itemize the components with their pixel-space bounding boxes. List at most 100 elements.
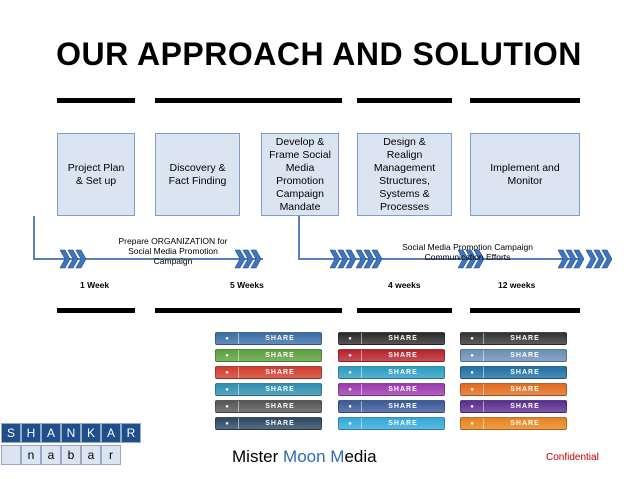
- logo-cell: A: [41, 423, 61, 443]
- page-title: OUR APPROACH AND SOLUTION: [56, 36, 582, 72]
- logo-cell: r: [101, 445, 121, 465]
- google-icon: ●: [216, 367, 239, 378]
- chevron-right-icon: [60, 249, 86, 269]
- chevron-right-icon: [586, 249, 612, 269]
- share-label: SHARE: [265, 420, 295, 427]
- phase-label: Develop & Frame Social Media Promotion C…: [269, 135, 331, 213]
- phase-design: Design & Realign Management Structures, …: [357, 133, 452, 216]
- share-button[interactable]: ● SHARE: [215, 417, 322, 430]
- share-label: SHARE: [265, 403, 295, 410]
- share-button[interactable]: ●SHARE: [460, 417, 567, 430]
- share-label: SHARE: [388, 352, 418, 359]
- share-label: SHARE: [388, 335, 418, 342]
- share-button[interactable]: ● SHARE: [215, 349, 322, 362]
- share-label: SHARE: [510, 369, 540, 376]
- stumble-icon: ●: [216, 350, 239, 361]
- divider: [155, 98, 342, 103]
- duration-label: 4 weeks: [388, 280, 421, 290]
- share-button[interactable]: ● SHARE: [460, 400, 567, 413]
- phase-label: Design & Realign Management Structures, …: [373, 135, 436, 213]
- share-button[interactable]: ●SHARE: [338, 366, 445, 379]
- brand-word: ister: [246, 447, 284, 466]
- divider: [155, 308, 342, 313]
- connector-line: [33, 258, 263, 260]
- share-button[interactable]: ● SHARE: [338, 400, 445, 413]
- share-button[interactable]: ●SHARE: [215, 383, 322, 396]
- share-label: SHARE: [265, 386, 295, 393]
- confidential-label: Confidential: [546, 452, 599, 463]
- share-button[interactable]: ● SHARE: [215, 332, 322, 345]
- divider: [57, 308, 135, 313]
- reddit-icon: ●: [461, 350, 484, 361]
- divider: [357, 308, 452, 313]
- myspace-icon: ●: [339, 333, 362, 344]
- shankar-logo-top: S H A N K A R: [1, 423, 141, 443]
- digg-icon: ●: [216, 333, 239, 344]
- divider: [357, 98, 452, 103]
- phase-project-plan: Project Plan & Set up: [57, 133, 135, 216]
- share-label: SHARE: [388, 403, 418, 410]
- duration-label: 12 weeks: [498, 280, 536, 290]
- share-label: SHARE: [388, 369, 418, 376]
- chevron-right-icon: [235, 249, 261, 269]
- brand-word: oon: [297, 447, 331, 466]
- share-label: SHARE: [510, 352, 540, 359]
- share-label: SHARE: [265, 369, 295, 376]
- phase-label: Implement and Monitor: [490, 161, 560, 187]
- flickr-icon: ●: [216, 401, 239, 412]
- logo-cell: S: [1, 423, 21, 443]
- chevron-right-icon: [458, 249, 484, 269]
- share-button[interactable]: ● SHARE: [338, 349, 445, 362]
- connector-line: [298, 258, 583, 260]
- connector-line: [298, 216, 300, 259]
- chevron-right-icon: [330, 249, 356, 269]
- facebook-icon: ●: [339, 401, 362, 412]
- brand-m: M: [283, 447, 298, 466]
- brand-m: M: [330, 447, 345, 466]
- logo-cell: R: [121, 423, 141, 443]
- email-icon: ●: [339, 350, 362, 361]
- duration-label: 1 Week: [80, 280, 110, 290]
- share-button[interactable]: ● SHARE: [215, 366, 322, 379]
- share-button[interactable]: ● SHARE: [460, 349, 567, 362]
- yahoo-icon: ●: [461, 401, 484, 412]
- brand-name: Mister Moon Media: [232, 447, 377, 467]
- logo-cell: K: [81, 423, 101, 443]
- phase-label: Project Plan & Set up: [67, 161, 125, 187]
- divider: [470, 308, 580, 313]
- duration-label: 5 Weeks: [230, 280, 264, 290]
- blogger-icon: ●: [461, 384, 484, 395]
- phase-implement: Implement and Monitor: [470, 133, 580, 216]
- logo-cell: a: [81, 445, 101, 465]
- share-label: SHARE: [510, 386, 540, 393]
- phase-label: Discovery & Fact Finding: [168, 161, 227, 187]
- share-label: SHARE: [510, 403, 540, 410]
- shankar-logo-bottom: n a b a r: [1, 445, 121, 465]
- linkedin-icon: ●: [461, 367, 484, 378]
- share-button[interactable]: ● SHARE: [338, 332, 445, 345]
- share-label: SHARE: [265, 335, 295, 342]
- share-button[interactable]: ●SHARE: [460, 332, 567, 345]
- share-button[interactable]: ● SHARE: [215, 400, 322, 413]
- share-button[interactable]: ● SHARE: [460, 383, 567, 396]
- chevron-right-icon: [356, 249, 382, 269]
- logo-cell: A: [101, 423, 121, 443]
- chevron-right-icon: [558, 249, 584, 269]
- phase-discovery: Discovery & Fact Finding: [155, 133, 240, 216]
- share-button[interactable]: ●SHARE: [338, 417, 445, 430]
- logo-cell: b: [61, 445, 81, 465]
- share-label: SHARE: [388, 386, 418, 393]
- logo-cell: a: [41, 445, 61, 465]
- logo-cell: [1, 445, 21, 465]
- logo-cell: n: [21, 445, 41, 465]
- brand-word: edia: [344, 447, 377, 466]
- share-label: SHARE: [265, 352, 295, 359]
- share-button[interactable]: ● SHARE: [338, 383, 445, 396]
- blog-icon: ●: [339, 384, 362, 395]
- share-button[interactable]: ● SHARE: [460, 366, 567, 379]
- share-label: SHARE: [510, 335, 540, 342]
- divider: [57, 98, 135, 103]
- logo-cell: H: [21, 423, 41, 443]
- tumblr-icon: ●: [216, 418, 239, 429]
- timeline-label-left: Prepare ORGANIZATION for Social Media Pr…: [118, 236, 228, 266]
